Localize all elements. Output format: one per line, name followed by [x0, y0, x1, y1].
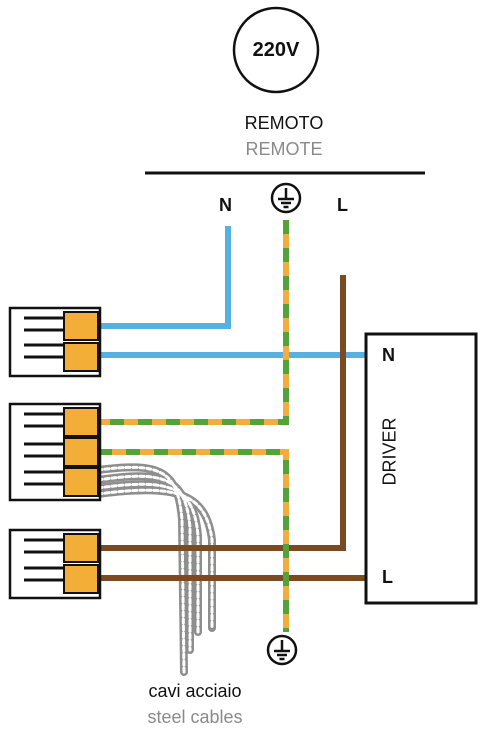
neutral-terminal-label: N [219, 195, 232, 215]
driver-label: DRIVER [379, 417, 400, 486]
ground-icon [266, 634, 298, 666]
driver-neutral-label: N [382, 345, 395, 365]
live-terminal-label: L [337, 195, 348, 215]
connector-block-neutral [8, 306, 102, 378]
power-source-circle [232, 6, 320, 94]
remote-label-en: REMOTE [245, 139, 323, 159]
driver-live-label: L [382, 567, 393, 587]
steel-cables-label-it: cavi acciaio [148, 681, 242, 701]
connector-block-live [8, 528, 102, 600]
driver-box [364, 332, 478, 605]
neutral-wires [98, 226, 366, 358]
earth-wires [98, 220, 289, 632]
ground-icon [270, 182, 302, 214]
remote-label-it: REMOTO [244, 113, 324, 133]
voltage-label: 220V [252, 38, 300, 61]
steel-cables [94, 463, 216, 676]
connector-block-earth [8, 402, 102, 502]
steel-cables-label-en: steel cables [147, 707, 243, 727]
live-wires [98, 275, 366, 581]
